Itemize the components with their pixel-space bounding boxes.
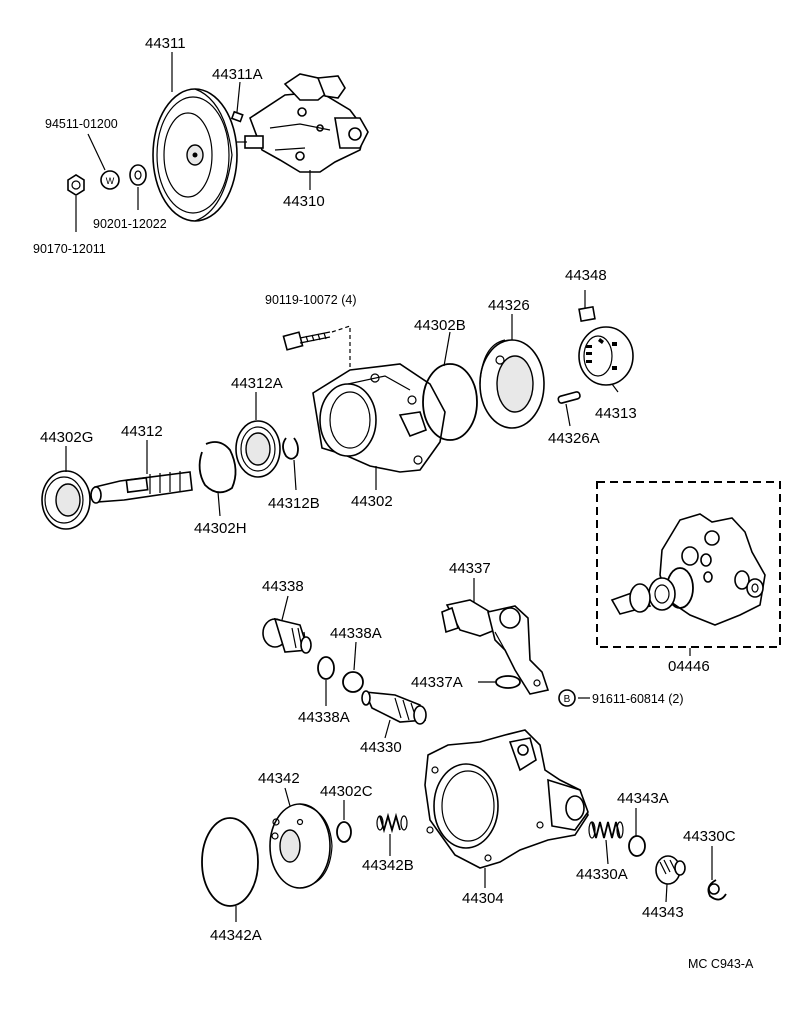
- body-44302: [312, 363, 446, 473]
- washer-90201: [129, 164, 147, 186]
- label-44312B: 44312B: [268, 495, 320, 512]
- spring-44330A: [588, 821, 624, 839]
- label-90170-12011: 90170-12011: [33, 242, 106, 256]
- label-44326: 44326: [488, 297, 530, 314]
- bearing-44312A: [235, 420, 281, 478]
- label-44348: 44348: [565, 267, 607, 284]
- label-44337: 44337: [449, 560, 491, 577]
- pin-44326A: [557, 391, 581, 404]
- label-44343A: 44343A: [617, 790, 669, 807]
- label-44311: 44311: [145, 35, 186, 52]
- union-44337: [441, 599, 550, 695]
- rotor-44313: [578, 326, 634, 386]
- key-44311A: [230, 110, 244, 123]
- label-44342A: 44342A: [210, 927, 262, 944]
- bolt-90119: [282, 331, 331, 351]
- seal-44302G: [41, 470, 91, 530]
- label-44311A: 44311A: [212, 66, 263, 83]
- shaft-44312: [90, 471, 193, 504]
- oring-44302B: [422, 363, 478, 441]
- seat-44343: [655, 855, 686, 885]
- label-91611-60814: 91611-60814 (2): [592, 692, 684, 706]
- snap-ring-44302H: [198, 441, 237, 494]
- vane-44348: [578, 305, 596, 323]
- label-44302: 44302: [351, 493, 393, 510]
- label-90201-12022: 90201-12022: [93, 217, 167, 231]
- label-44302G: 44302G: [40, 429, 93, 446]
- kit-box-04446: [596, 481, 781, 648]
- plug-44338: [262, 617, 312, 654]
- reference-code: MC C943-A: [688, 957, 754, 971]
- pump-assembly-44310: [237, 73, 369, 173]
- label-44310: 44310: [283, 193, 325, 210]
- label-44312: 44312: [121, 423, 163, 440]
- label-44338A-top: 44338A: [330, 625, 382, 642]
- kit-assembly-04446: [610, 513, 766, 626]
- oring-44338A-upper: [342, 671, 364, 693]
- label-44330C: 44330C: [683, 828, 736, 845]
- label-44342: 44342: [258, 770, 300, 787]
- label-90119-10072: 90119-10072 (4): [265, 293, 357, 307]
- label-44312A: 44312A: [231, 375, 283, 392]
- bolt-b-letter: B: [564, 694, 571, 705]
- clip-44330C: [707, 879, 727, 901]
- label-44302B: 44302B: [414, 317, 466, 334]
- label-94511-01200: 94511-01200: [45, 117, 118, 131]
- nut-90170: [67, 174, 85, 196]
- label-44343: 44343: [642, 904, 684, 921]
- plate-44342: [269, 803, 333, 889]
- snap-ring-44312B: [282, 437, 299, 460]
- housing-44304: [424, 729, 589, 869]
- spring-44342B: [376, 812, 408, 834]
- label-44326A: 44326A: [548, 430, 600, 447]
- label-44338: 44338: [262, 578, 304, 595]
- label-44342B: 44342B: [362, 857, 414, 874]
- label-44337A: 44337A: [411, 674, 463, 691]
- label-44330: 44330: [360, 739, 402, 756]
- label-44304: 44304: [462, 890, 504, 907]
- oring-44338A-lower: [317, 656, 335, 680]
- label-04446: 04446: [668, 658, 710, 675]
- label-44313: 44313: [595, 405, 637, 422]
- bolt-b-symbol: B: [558, 689, 576, 707]
- oring-44337A: [495, 675, 521, 689]
- washer-w-symbol: W: [106, 176, 115, 186]
- cam-ring-44326: [479, 339, 545, 429]
- oring-44342A: [201, 817, 259, 907]
- oring-44343A: [628, 835, 646, 857]
- pulley-44311: [152, 88, 238, 222]
- label-44302H: 44302H: [194, 520, 247, 537]
- label-44330A: 44330A: [576, 866, 628, 883]
- oring-44302C: [336, 821, 352, 843]
- label-44338A-bottom: 44338A: [298, 709, 350, 726]
- label-44302C: 44302C: [320, 783, 373, 800]
- washer-94511: W: [100, 170, 120, 190]
- valve-44330: [361, 690, 427, 725]
